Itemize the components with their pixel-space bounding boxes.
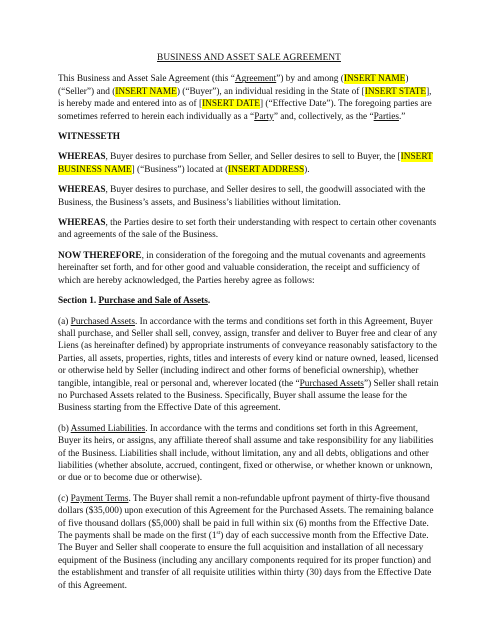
intro-text: ”) by and among (	[276, 74, 344, 85]
clause-label: (c)	[58, 493, 69, 504]
defined-term-party: Party	[254, 111, 274, 122]
intro-paragraph: This Business and Asset Sale Agreement (…	[58, 73, 440, 123]
recital-2: WHEREAS, Buyer desires to purchase, and …	[58, 184, 440, 209]
intro-text: .”	[398, 111, 406, 122]
section-title-end: .	[207, 296, 211, 307]
intro-text: ] (“Effective Date”). The foregoing part…	[58, 99, 432, 122]
intro-text: This Business and Asset Sale Agreement (…	[58, 74, 235, 85]
recital-1: WHEREAS, Buyer desires to purchase from …	[58, 151, 440, 176]
now-therefore-paragraph: NOW THEREFORE, in consideration of the f…	[58, 250, 440, 287]
now-therefore-lead: NOW THEREFORE	[58, 250, 142, 261]
intro-text: ], is hereby made and entered into as of…	[58, 86, 432, 110]
clause-text: ”) Seller shall retain no Purchased Asse…	[58, 378, 439, 414]
placeholder-state: INSERT STATE	[364, 86, 427, 97]
recital-lead: WHEREAS	[58, 152, 106, 163]
placeholder-date: INSERT DATE	[202, 99, 260, 110]
clause-text: . In accordance with the terms and condi…	[58, 316, 439, 389]
clause-label: (a)	[58, 316, 69, 327]
placeholder-buyer-name: INSERT NAME	[115, 86, 177, 97]
section-number: Section 1.	[58, 296, 97, 307]
recital-text: ] (“Business”) located at (	[131, 164, 229, 175]
recital-text: , the Parties desire to set forth their …	[58, 218, 437, 241]
placeholder-address: INSERT ADDRESS	[228, 164, 305, 175]
now-therefore-text: , in consideration of the foregoing and …	[58, 250, 426, 286]
clause-title: Payment Terms	[70, 493, 129, 504]
recital-text: , Buyer desires to purchase, and Seller …	[58, 185, 426, 208]
intro-text: ) (“Buyer”), an individual residing in t…	[176, 86, 365, 97]
recital-lead: WHEREAS	[58, 218, 106, 229]
section-title: Purchase and Sale of Assets	[98, 296, 208, 307]
placeholder-seller-name: INSERT NAME	[343, 74, 406, 85]
clause-title: Assumed Liabilities	[70, 423, 146, 434]
recital-text: , Buyer desires to purchase from Seller,…	[105, 152, 401, 163]
clause-text: . In accordance with the terms and condi…	[58, 423, 434, 484]
clause-a: (a) Purchased Assets. In accordance with…	[58, 316, 440, 415]
defined-term-parties: Parties	[373, 111, 399, 122]
clause-text: ) day of each successive month from the …	[58, 531, 432, 591]
clause-c: (c) Payment Terms. The Buyer shall remit…	[58, 493, 440, 592]
recital-lead: WHEREAS	[58, 185, 106, 196]
clause-label: (b)	[58, 423, 69, 434]
section-1-heading: Section 1. Purchase and Sale of Assets.	[58, 295, 440, 307]
intro-text: ) (“Seller”) and (	[58, 74, 409, 97]
document-title: BUSINESS AND ASSET SALE AGREEMENT	[157, 53, 341, 63]
clause-text: . The Buyer shall remit a non-refundable…	[58, 493, 434, 541]
recital-text: ).	[304, 164, 310, 175]
defined-term-purchased-assets: Purchased Assets	[299, 378, 364, 389]
defined-term-agreement: Agreement	[234, 74, 277, 85]
clause-b: (b) Assumed Liabilities. In accordance w…	[58, 423, 440, 485]
ordinal-superscript: st	[216, 529, 221, 536]
intro-text: ” and, collectively, as the “	[273, 111, 374, 122]
recital-3: WHEREAS, the Parties desire to set forth…	[58, 217, 440, 242]
witnesseth-heading: WITNESSETH	[58, 132, 121, 143]
clause-title: Purchased Assets	[70, 316, 135, 327]
